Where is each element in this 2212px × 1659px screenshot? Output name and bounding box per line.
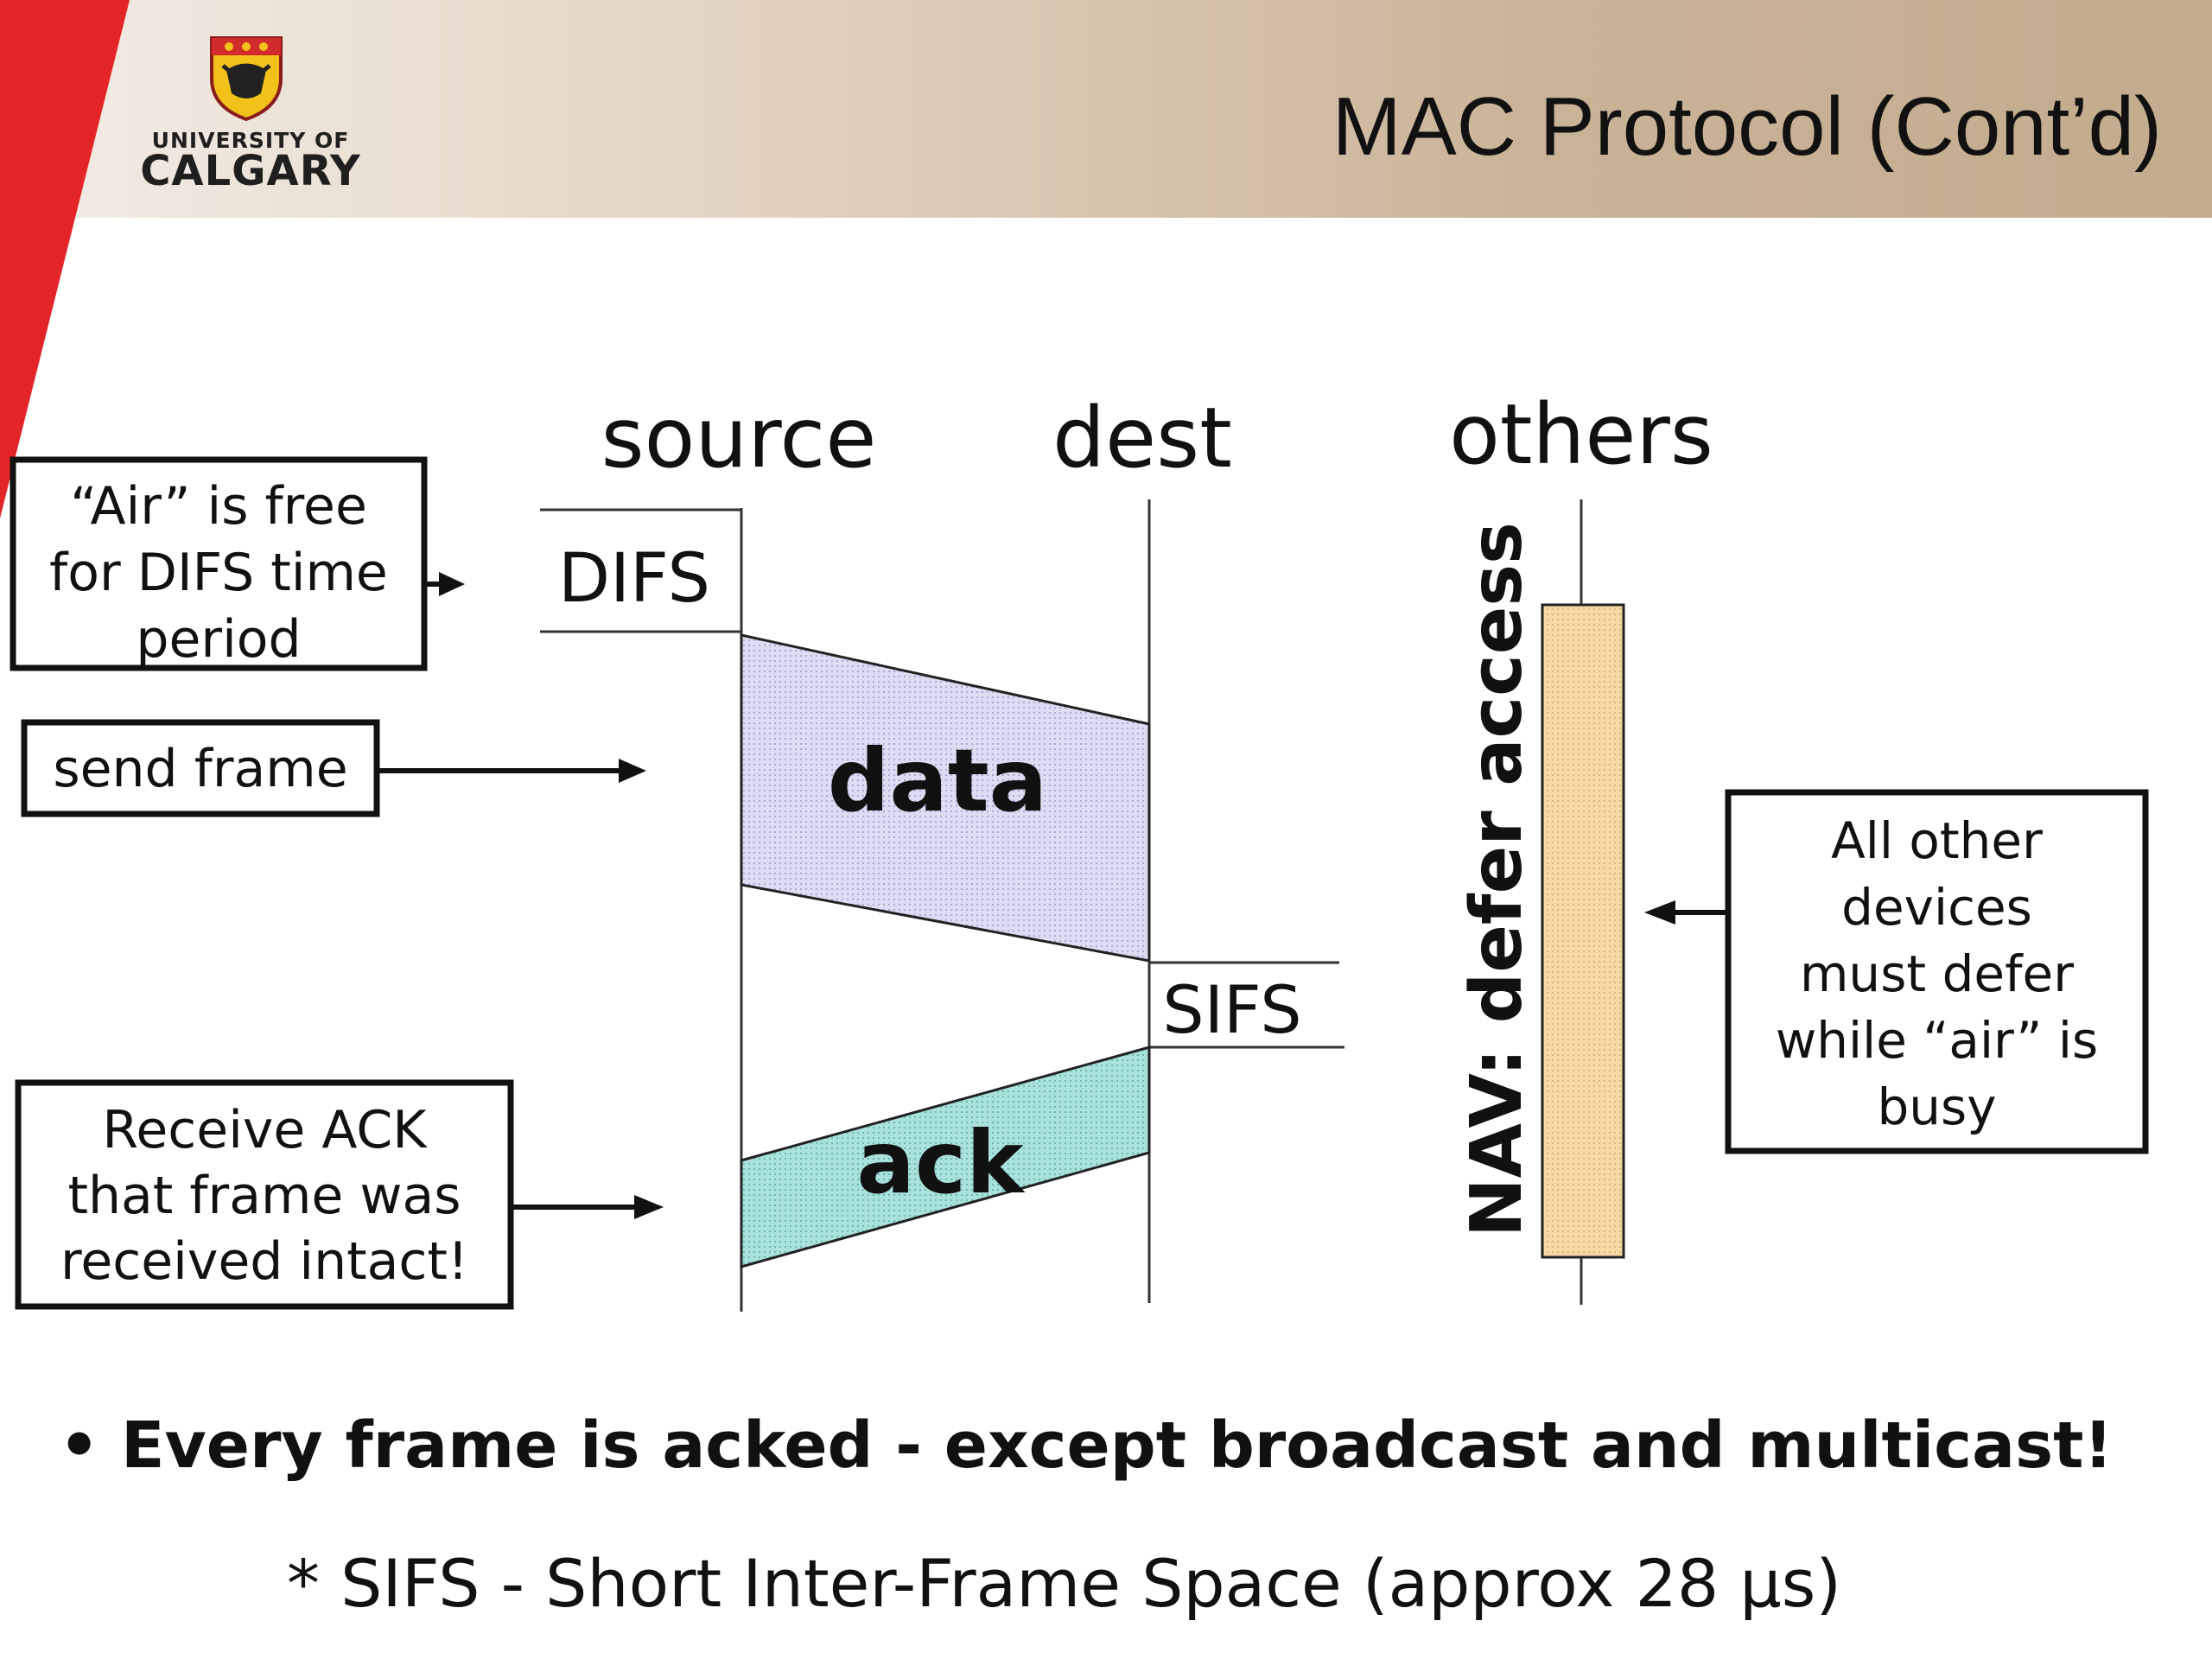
bullet-dot-icon: • bbox=[59, 1408, 100, 1483]
others-defer-box bbox=[1725, 789, 2149, 1154]
air-free-box bbox=[10, 456, 428, 671]
nav-label: NAV: defer access bbox=[1456, 522, 1538, 1237]
university-logo: UNIVERSITY OF CALGARY bbox=[138, 31, 363, 195]
sifs-label: SIFS bbox=[1162, 971, 1301, 1048]
arrow-air-free bbox=[424, 572, 465, 596]
column-source-label: source bbox=[601, 390, 877, 486]
bullet-text: Every frame is acked - except broadcast … bbox=[121, 1408, 2113, 1483]
others-defer-text: All other devices must defer while “air”… bbox=[1775, 811, 2099, 1136]
receive-ack-text: Receive ACK that frame was received inta… bbox=[60, 1100, 468, 1292]
air-free-text: “Air” is free for DIFS time period bbox=[49, 476, 388, 670]
arrow-others-defer bbox=[1644, 900, 1728, 925]
difs-label: DIFS bbox=[558, 540, 710, 618]
column-others-label: others bbox=[1449, 386, 1713, 483]
data-frame bbox=[740, 633, 1151, 963]
footnote: * SIFS - Short Inter-Frame Space (approx… bbox=[287, 1545, 1841, 1622]
ack-frame bbox=[740, 1046, 1151, 1268]
column-dest-label: dest bbox=[1052, 390, 1232, 486]
crest-icon bbox=[210, 36, 283, 121]
ack-label: ack bbox=[856, 1112, 1026, 1213]
nav-bar bbox=[1541, 603, 1625, 1259]
slide-title: MAC Protocol (Cont’d) bbox=[1332, 80, 2162, 173]
send-frame-box bbox=[21, 719, 380, 817]
arrow-receive-ack bbox=[511, 1195, 664, 1219]
arrow-send-frame bbox=[377, 759, 646, 783]
send-frame-text: send frame bbox=[53, 739, 348, 799]
bullet-point: • Every frame is acked - except broadcast… bbox=[59, 1408, 2184, 1483]
logo-calgary: CALGARY bbox=[140, 147, 361, 195]
logo-university-of: UNIVERSITY OF bbox=[151, 128, 350, 153]
receive-ack-box bbox=[15, 1079, 514, 1310]
slide-header bbox=[0, 0, 2212, 218]
data-label: data bbox=[828, 730, 1047, 831]
